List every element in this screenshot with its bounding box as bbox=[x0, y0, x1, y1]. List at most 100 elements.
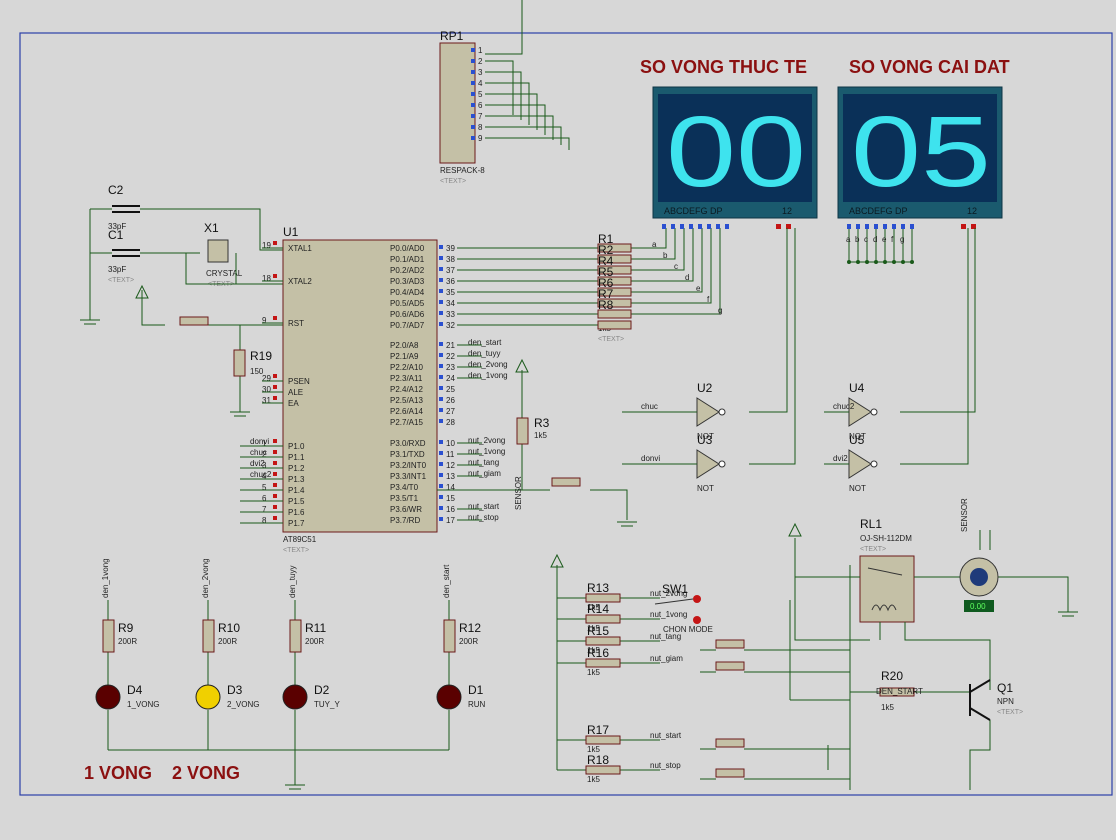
mcu-u1[interactable]: U1 AT89C51 <TEXT> XTAL119XTAL218RST9PSEN… bbox=[240, 225, 508, 554]
button-res-val-r17: 1k5 bbox=[587, 745, 600, 754]
mcu-pin-xtal2: XTAL2 bbox=[288, 277, 312, 286]
led-net-den_1vong: den_1vong bbox=[101, 558, 110, 598]
display-set-segment-label: ABCDEFG DP bbox=[849, 206, 908, 216]
q1-text: <TEXT> bbox=[997, 709, 1023, 716]
vcc-reset-icon bbox=[135, 284, 149, 299]
led-label-d4: 1_VONG bbox=[127, 700, 159, 709]
gate-net-chuc: chuc bbox=[641, 402, 658, 411]
r20-body[interactable] bbox=[879, 687, 915, 697]
mcu-pin-num-3: 3 bbox=[262, 461, 267, 470]
button-net-nut_stop: nut_stop bbox=[650, 761, 681, 770]
mcu-pin-num-18: 18 bbox=[262, 274, 271, 283]
sensor-switch[interactable] bbox=[551, 477, 581, 487]
mcu-pin-num-19: 19 bbox=[262, 241, 271, 250]
display-set-laps[interactable]: 05 ABCDEFG DP 12 bbox=[837, 86, 1003, 219]
r3-body[interactable] bbox=[516, 417, 529, 445]
vcc-r3-icon bbox=[515, 358, 529, 373]
sw1-ref: SW1 bbox=[662, 582, 688, 596]
gate-type-u2: NOT bbox=[697, 432, 714, 441]
display-actual-laps[interactable]: 00 ABCDEFG DP 12 bbox=[652, 86, 818, 219]
segment-net-a: a bbox=[652, 240, 657, 249]
status-leds[interactable]: den_1vongR9200RD41_VONGden_2vongR10200RD… bbox=[95, 558, 486, 750]
mcu-pin-p0-4-ad4: P0.4/AD4 bbox=[390, 288, 425, 297]
crystal-oscillator[interactable]: C2 33pF C1 33pF <TEXT> X1 CRYSTAL <TEXT> bbox=[80, 183, 283, 325]
c2-ref: C2 bbox=[108, 183, 124, 197]
led-net-den_start: den_start bbox=[442, 564, 451, 598]
motor-sensor[interactable]: 0.00 SENSOR bbox=[959, 498, 999, 612]
push-button-nut_start[interactable] bbox=[715, 738, 745, 748]
r19-ref: R19 bbox=[250, 349, 272, 363]
p1-net-chuc: chuc bbox=[250, 448, 267, 457]
mcu-pin-num-27: 27 bbox=[446, 407, 455, 416]
push-button-nut_tang[interactable] bbox=[715, 639, 745, 649]
p1-net-chuc2: chuc2 bbox=[250, 470, 272, 479]
mcu-pin-p3-5-t1: P3.5/T1 bbox=[390, 494, 419, 503]
gate-ref-u4: U4 bbox=[849, 381, 865, 395]
push-button-nut_giam[interactable] bbox=[715, 661, 745, 671]
p1-net-dvi2: dvi2 bbox=[250, 459, 265, 468]
reset-button[interactable] bbox=[179, 316, 209, 326]
p3-net-nut_2vong: nut_2vong bbox=[468, 436, 505, 445]
p2-net-den_2vong: den_2vong bbox=[468, 360, 508, 369]
r19-body[interactable] bbox=[233, 349, 246, 377]
led-res-ref-r11: R11 bbox=[305, 621, 326, 635]
mcu-pin-xtal1: XTAL1 bbox=[288, 244, 312, 253]
button-res-ref-r13: R13 bbox=[587, 581, 609, 595]
button-res-ref-r16: R16 bbox=[587, 646, 609, 660]
rp1-part: RESPACK-8 bbox=[440, 166, 485, 175]
mcu-pin-num-9: 9 bbox=[262, 316, 267, 325]
x1-ref: X1 bbox=[204, 221, 219, 235]
rp1-pin-7: 7 bbox=[478, 112, 483, 121]
sensor-net-label: SENSOR bbox=[514, 476, 523, 510]
rbank-ref-r8: R8 bbox=[598, 298, 614, 312]
mcu-pin-p1-0: P1.0 bbox=[288, 442, 305, 451]
p3-net-nut_tang: nut_tang bbox=[468, 458, 499, 467]
mcu-pin-num-5: 5 bbox=[262, 483, 267, 492]
transistor-wires bbox=[850, 691, 991, 790]
rbank-ref-r5: R5 bbox=[598, 265, 614, 279]
legend-one-lap: 1 VONG bbox=[84, 763, 152, 783]
led-label-d2: TUY_Y bbox=[314, 700, 340, 709]
r1-text: <TEXT> bbox=[598, 336, 624, 343]
vcc-buttons-icon bbox=[550, 553, 564, 568]
mcu-pin-p2-4-a12: P2.4/A12 bbox=[390, 385, 423, 394]
mcu-pin-num-7: 7 bbox=[262, 505, 267, 514]
rp1-pin-3: 3 bbox=[478, 68, 483, 77]
reset-ground-icon bbox=[230, 411, 250, 417]
p1-net-donvi: donvi bbox=[250, 437, 269, 446]
mcu-pin-p0-5-ad5: P0.5/AD5 bbox=[390, 299, 425, 308]
set-segment-g: g bbox=[900, 235, 904, 244]
mcu-pin-p1-2: P1.2 bbox=[288, 464, 305, 473]
mcu-pin-ea: EA bbox=[288, 399, 299, 408]
transistor-q1[interactable]: Q1 NPN <TEXT> bbox=[969, 679, 1023, 721]
p3-net-nut_1vong: nut_1vong bbox=[468, 447, 505, 456]
display-set-digits: 05 bbox=[851, 96, 991, 208]
gate-net-chuc2: chuc2 bbox=[833, 402, 855, 411]
segment-net-c: c bbox=[674, 262, 678, 271]
reset-wires bbox=[141, 290, 283, 412]
gate-type-u4: NOT bbox=[849, 432, 866, 441]
r19-value: 150 bbox=[250, 367, 264, 376]
mcu-pin-p2-3-a11: P2.3/A11 bbox=[390, 374, 423, 383]
rp1-text: <TEXT> bbox=[440, 178, 466, 185]
set-segment-d: d bbox=[873, 235, 877, 244]
mcu-pin-num-22: 22 bbox=[446, 352, 455, 361]
q1-ref: Q1 bbox=[997, 681, 1013, 695]
push-button-nut_stop[interactable] bbox=[715, 768, 745, 778]
mcu-pin-num-33: 33 bbox=[446, 310, 455, 319]
mcu-pin-p3-0-rxd: P3.0/RXD bbox=[390, 439, 426, 448]
gate-net-dvi2: dvi2 bbox=[833, 454, 848, 463]
relay-rl1[interactable]: RL1 OJ-SH-112DM <TEXT> bbox=[859, 517, 915, 623]
rp1-pin-4: 4 bbox=[478, 79, 483, 88]
mcu-pin-p3-4-t0: P3.4/T0 bbox=[390, 483, 419, 492]
display-actual-digits: 00 bbox=[666, 96, 806, 208]
led-res-ref-r9: R9 bbox=[118, 621, 134, 635]
button-resistors[interactable]: R131k5nut_2vongR141k5nut_1vongR151k5nut_… bbox=[557, 581, 850, 784]
rp1-pin1-wire bbox=[485, 0, 523, 55]
x1-part: CRYSTAL bbox=[206, 269, 243, 278]
mode-switch-sw1[interactable]: SW1 CHON MODE bbox=[654, 582, 713, 634]
